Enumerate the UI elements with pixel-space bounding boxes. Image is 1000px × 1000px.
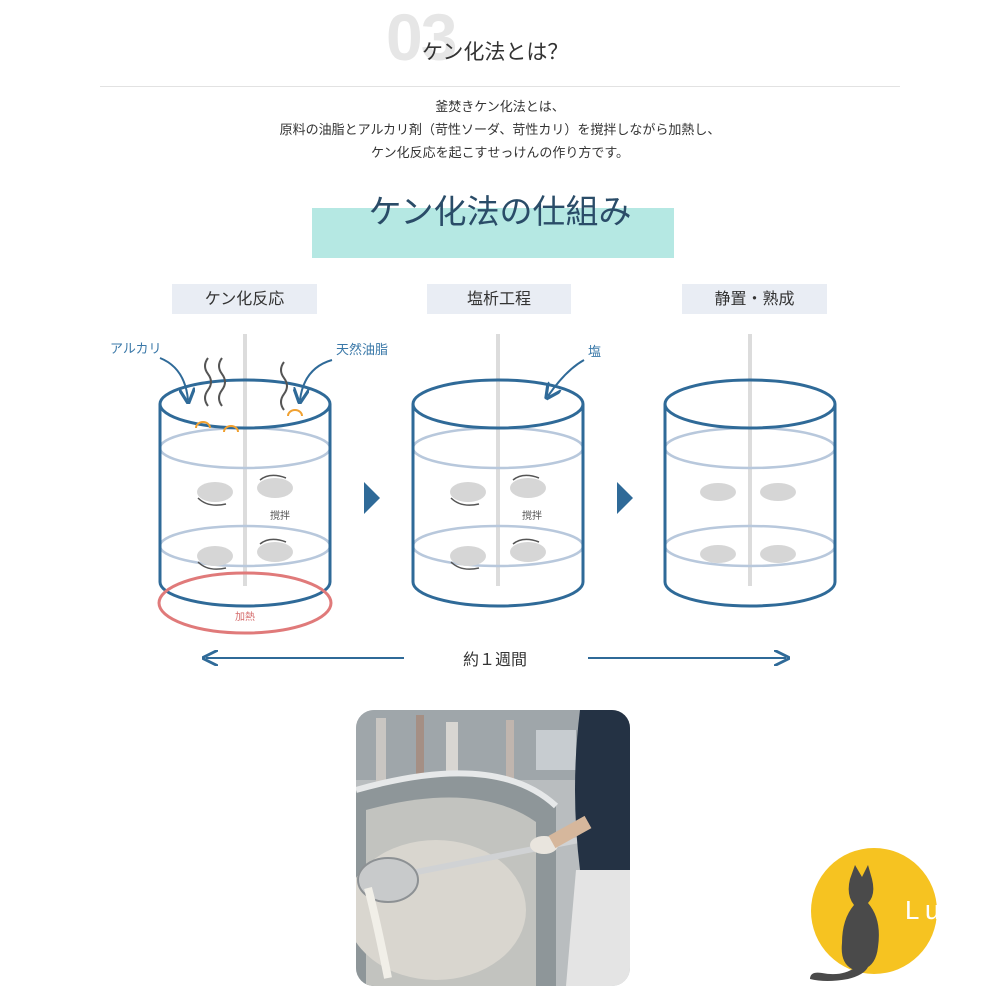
tank-saponification: アルカリ 天然油脂 撹拌 加熱 <box>110 334 388 635</box>
reaction-bubble <box>195 421 211 429</box>
settled-blob <box>760 483 796 501</box>
settled-blob <box>700 545 736 563</box>
mechanism-title-highlight <box>312 208 674 258</box>
label-stir: 撹拌 <box>522 509 542 522</box>
stir-blob <box>257 542 293 562</box>
alkali-input-arrow <box>159 357 188 400</box>
stir-blob <box>510 478 546 498</box>
logo-text: Luna <box>904 898 985 928</box>
reaction-bubble <box>287 409 303 417</box>
step-label-saponification: ケン化反応 <box>172 284 317 314</box>
mechanism-title: ケン化法の仕組み <box>368 192 632 231</box>
heat-ring <box>157 571 333 635</box>
label-salt: 塩 <box>588 345 601 360</box>
stir-blob <box>450 482 486 502</box>
luna-logo: Luna <box>806 843 992 983</box>
stir-blob <box>257 478 293 498</box>
stir-blob <box>510 542 546 562</box>
label-alkali: アルカリ <box>110 342 161 357</box>
stir-blob <box>450 546 486 566</box>
oil-input-arrow <box>300 359 333 400</box>
step-arrow <box>364 482 380 514</box>
tank-salting-out: 塩 撹拌 <box>411 334 601 608</box>
stir-blob <box>197 546 233 566</box>
vapor-icon <box>280 361 288 411</box>
label-stir: 撹拌 <box>270 509 290 522</box>
saponification-diagram: アルカリ 天然油脂 撹拌 加熱 塩 撹拌 <box>110 334 837 680</box>
tank-aging <box>663 334 837 608</box>
intro-line: ケン化反応を起こすせっけんの作り方です。 <box>370 146 630 161</box>
vapor-icon <box>204 357 212 407</box>
label-oil: 天然油脂 <box>336 342 388 358</box>
intro-line: 原料の油脂とアルカリ剤（苛性ソーダ、苛性カリ）を撹拌しながら加熱し、 <box>279 123 721 138</box>
settled-blob <box>760 545 796 563</box>
section-divider <box>100 86 900 87</box>
section-number: 03 <box>386 0 457 74</box>
intro-line: 釜焚きケン化法とは、 <box>435 100 565 115</box>
salt-input-arrow <box>548 359 585 396</box>
settled-blob <box>700 483 736 501</box>
section-title: ケン化法とは？ <box>422 40 569 64</box>
step-arrow <box>617 482 633 514</box>
vapor-icon <box>218 357 226 407</box>
step-label-salting-out: 塩析工程 <box>427 284 571 314</box>
step-label-aging: 静置・熟成 <box>682 284 827 314</box>
cat-icon <box>810 865 879 981</box>
intro-text: 釜焚きケン化法とは、 原料の油脂とアルカリ剤（苛性ソーダ、苛性カリ）を撹拌しなが… <box>150 96 850 165</box>
reaction-bubble <box>223 425 239 433</box>
label-heat: 加熱 <box>235 610 255 623</box>
soap-making-photo <box>356 710 630 986</box>
stir-blob <box>197 482 233 502</box>
period-label: 約１週間 <box>462 650 527 669</box>
